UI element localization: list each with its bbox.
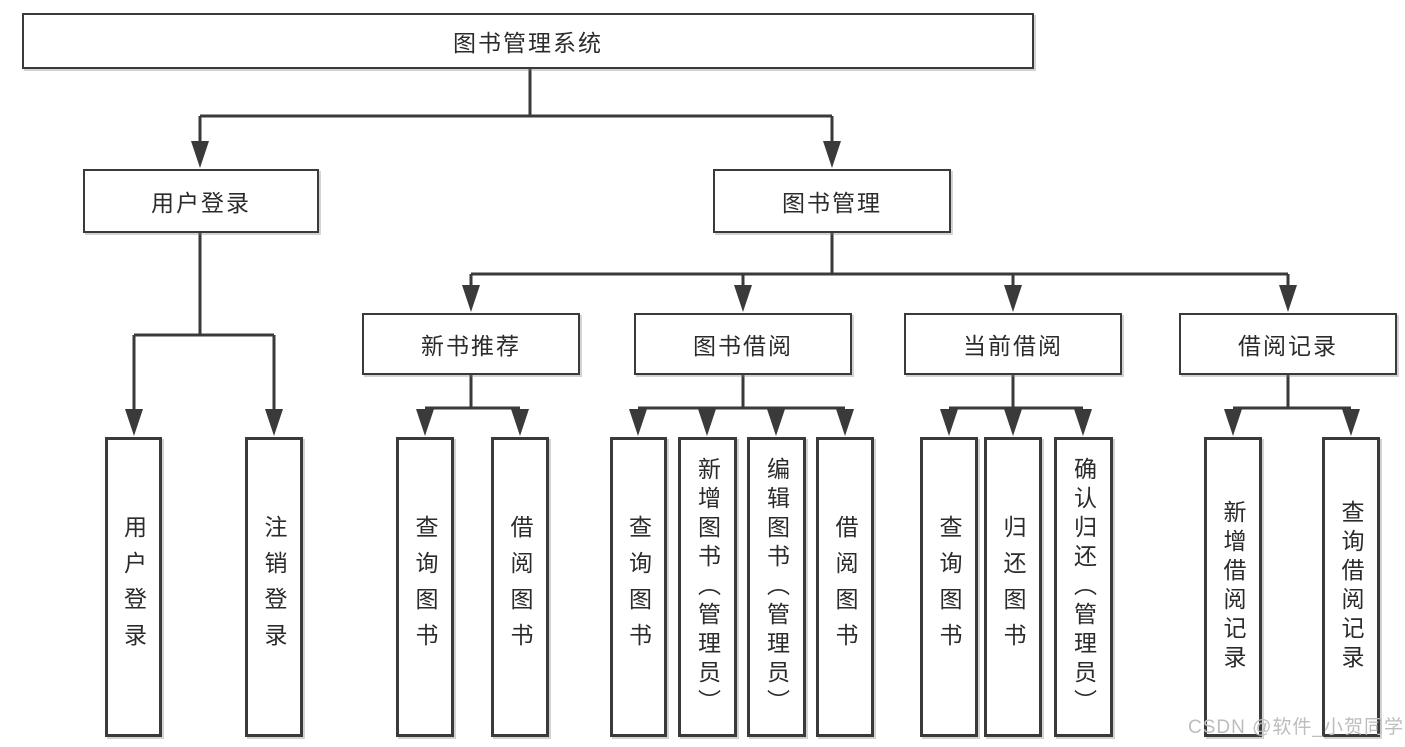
leaf-edit-books-admin: 编辑图书（管理员） <box>747 437 806 737</box>
node-root-library-system: 图书管理系统 <box>22 13 1034 69</box>
node-current-borrowing: 当前借阅 <box>904 313 1122 375</box>
node-book-management: 图书管理 <box>713 169 951 233</box>
leaf-query-books-current: 查询图书 <box>920 437 978 737</box>
leaf-logout-login: 注销登录 <box>245 437 303 737</box>
node-borrowing-records: 借阅记录 <box>1179 313 1397 375</box>
watermark-text: CSDN @软件_小贺同学 <box>1188 717 1404 738</box>
arrowheads <box>125 141 1360 436</box>
leaf-query-books-borrow: 查询图书 <box>610 437 667 737</box>
leaf-borrow-books-recommend: 借阅图书 <box>491 437 549 737</box>
leaf-add-borrow-record: 新增借阅记录 <box>1204 437 1262 737</box>
leaf-user-login: 用户登录 <box>105 437 162 737</box>
leaf-return-books: 归还图书 <box>984 437 1042 737</box>
node-user-login: 用户登录 <box>83 169 319 233</box>
leaf-query-books-recommend: 查询图书 <box>396 437 454 737</box>
leaf-add-books-admin: 新增图书（管理员） <box>678 437 737 737</box>
leaf-borrow-books-borrow: 借阅图书 <box>816 437 874 737</box>
node-new-book-recommend: 新书推荐 <box>362 313 580 375</box>
leaf-confirm-return-admin: 确认归还（管理员） <box>1054 437 1113 737</box>
node-book-borrowing: 图书借阅 <box>634 313 852 375</box>
leaf-query-borrow-record: 查询借阅记录 <box>1322 437 1380 737</box>
